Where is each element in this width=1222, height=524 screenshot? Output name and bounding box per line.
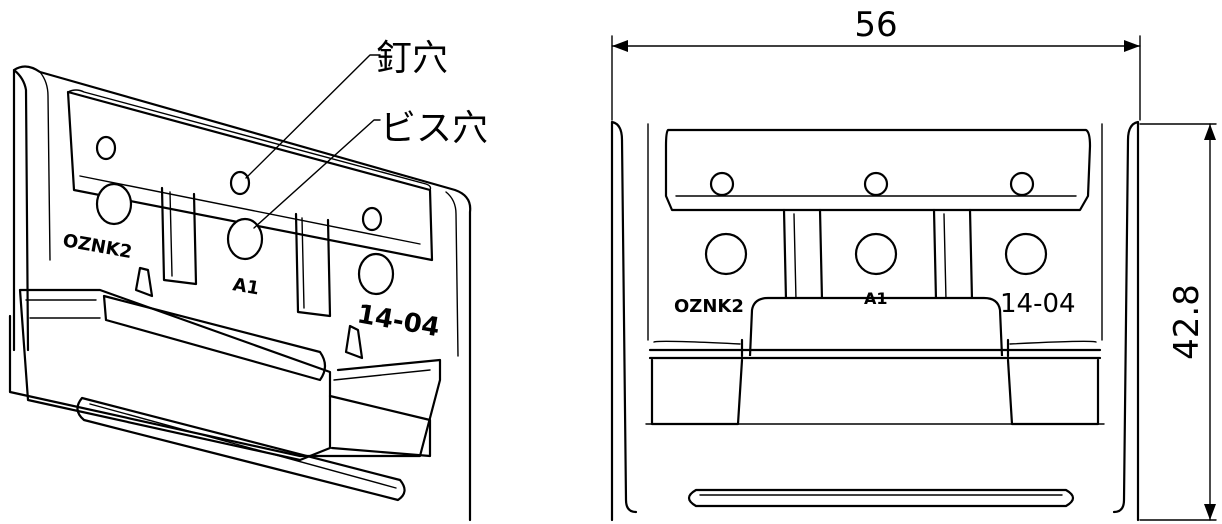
front-nail-hole-center bbox=[863, 171, 889, 197]
date-code-marking-iso: 14-04 bbox=[355, 299, 442, 343]
grade-marking-front: A1 bbox=[864, 289, 888, 308]
screw-hole-left bbox=[95, 182, 133, 226]
nail-hole-right bbox=[361, 206, 383, 232]
screw-hole-right bbox=[357, 252, 395, 296]
nail-hole-left bbox=[95, 135, 117, 161]
front-screw-hole-center bbox=[854, 232, 898, 276]
screw-hole-label: ビス穴 bbox=[380, 108, 488, 149]
front-view bbox=[610, 35, 1217, 522]
nail-hole-center bbox=[229, 170, 251, 196]
isometric-view bbox=[8, 54, 472, 522]
screw-hole-center bbox=[226, 217, 264, 261]
nail-hole-label: 釘穴 bbox=[376, 38, 448, 79]
front-nail-hole-left bbox=[709, 171, 735, 197]
model-code-marking-iso: OZNK2 bbox=[61, 230, 133, 263]
front-nail-hole-right bbox=[1009, 171, 1035, 197]
model-code-marking-front: OZNK2 bbox=[674, 296, 744, 317]
date-code-marking-front: 14-04 bbox=[1000, 289, 1076, 319]
front-screw-hole-left bbox=[704, 232, 748, 276]
grade-marking-iso: A1 bbox=[231, 274, 261, 299]
front-screw-hole-right bbox=[1004, 232, 1048, 276]
width-dimension-label: 56 bbox=[854, 5, 897, 45]
height-dimension-label: 42.8 bbox=[1167, 284, 1207, 360]
